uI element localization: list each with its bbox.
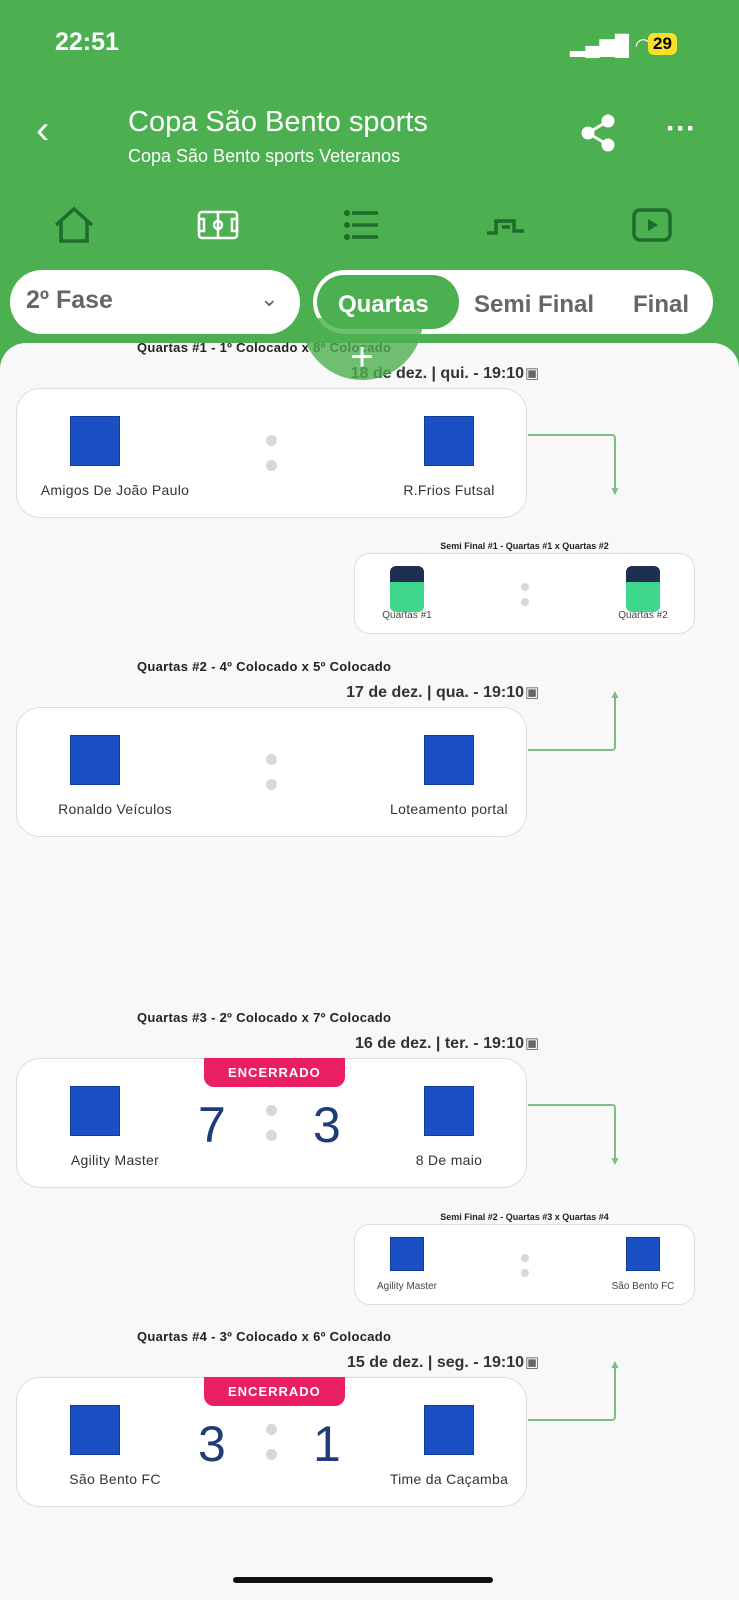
score-separator [266,460,277,471]
arrow-up-icon: ▲ [609,687,621,701]
semi-label: Semi Final #2 - Quartas #3 x Quartas #4 [440,1212,609,1222]
bracket-connector [528,1104,616,1162]
calendar-icon[interactable]: ▣ [525,1035,540,1052]
status-badge: ENCERRADO [204,1058,345,1087]
home-indicator [233,1577,493,1583]
score-separator [266,1449,277,1460]
score-separator [521,1254,529,1262]
away-team-name: 8 De maio [415,1152,483,1168]
arrow-down-icon: ▼ [609,1154,621,1168]
phase-select-value: 2º Fase [26,286,113,314]
away-score: 3 [313,1097,341,1153]
home-team-name: São Bento FC [69,1471,161,1487]
arrow-up-icon: ▲ [609,1357,621,1371]
match-label: Quartas #3 - 2º Colocado x 7º Colocado [137,1010,392,1025]
match-date: 15 de dez. | seg. - 19:10 [347,1354,524,1371]
status-badge: ENCERRADO [204,1377,345,1406]
away-team-logo [626,1237,660,1271]
away-team-logo [424,735,474,785]
score-separator [521,1269,529,1277]
home-team-logo [390,566,424,612]
home-team-logo [70,1086,120,1136]
away-team-name: Time da Caçamba [389,1471,509,1487]
score-separator [266,1105,277,1116]
page-subtitle: Copa São Bento sports Veteranos [128,146,401,166]
match-date: 17 de dez. | qua. - 19:10 [346,684,524,701]
phase-select[interactable]: 2º Fase ⌄ [10,270,300,334]
away-team-logo [424,416,474,466]
away-team-logo [424,1405,474,1455]
bracket-icon[interactable] [484,205,528,245]
home-team-logo [70,416,120,466]
calendar-icon[interactable]: ▣ [525,365,540,382]
home-team-logo [70,735,120,785]
home-team-name: Ronaldo Veículos [58,801,172,817]
away-team-name: Quartas #2 [618,610,668,621]
score-separator [521,598,529,606]
back-button[interactable]: ‹ [36,108,50,152]
home-score: 7 [198,1097,226,1153]
home-team-logo [70,1405,120,1455]
tab-semi-final[interactable]: Semi Final [474,291,595,318]
home-team-name: Agility Master [376,1281,437,1292]
score-separator [266,779,277,790]
away-team-logo [424,1086,474,1136]
bracket-connector [528,1363,616,1421]
share-icon[interactable] [580,114,616,152]
score-separator [266,1424,277,1435]
home-team-name: Quartas #1 [382,610,432,621]
score-separator [266,435,277,446]
home-team-name: Amigos De João Paulo [40,482,190,498]
bracket-connector [528,434,616,492]
match-label: Quartas #4 - 3º Colocado x 6º Colocado [137,1329,392,1344]
video-icon[interactable] [630,205,674,245]
home-icon[interactable] [52,205,96,245]
tab-quartas[interactable]: Quartas [338,291,429,318]
arrow-down-icon: ▼ [609,484,621,498]
match-label: Quartas #2 - 4º Colocado x 5º Colocado [137,659,392,674]
away-team-name: R.Frios Futsal [403,482,495,498]
field-icon[interactable] [196,205,240,245]
signal-wifi-icon: ▂▄▆█ ◠ [570,35,653,57]
battery-indicator: 29 [648,33,677,55]
home-team-name: Agility Master [70,1152,160,1168]
away-team-name: Loteamento portal [390,801,508,817]
home-team-logo [390,1237,424,1271]
tab-final[interactable]: Final [633,291,690,318]
score-separator [266,754,277,765]
more-icon[interactable]: ··· [666,112,696,145]
bracket-connector [528,693,616,751]
list-icon[interactable] [340,205,384,245]
away-score: 1 [313,1416,341,1472]
match-date: 16 de dez. | ter. - 19:10 [355,1035,524,1052]
score-separator [266,1130,277,1141]
away-team-logo [626,566,660,612]
chevron-down-icon: ⌄ [260,286,279,311]
away-team-name: São Bento FC [611,1281,675,1292]
home-score: 3 [198,1416,226,1472]
semi-label: Semi Final #1 - Quartas #1 x Quartas #2 [440,541,609,551]
page-title: Copa São Bento sports [128,106,428,138]
status-time: 22:51 [55,28,119,56]
score-separator [521,583,529,591]
